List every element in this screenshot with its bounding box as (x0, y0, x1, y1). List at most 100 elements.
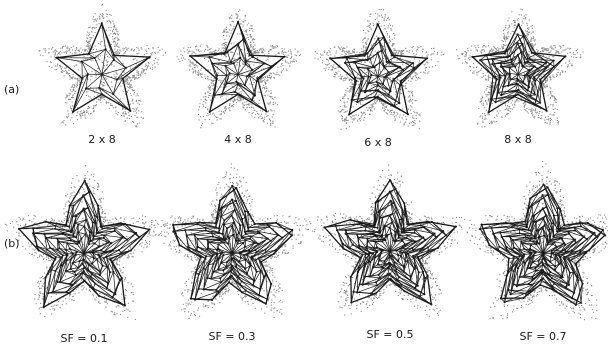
scatter-point (461, 53, 462, 54)
scatter-point (400, 114, 401, 115)
scatter-point (226, 32, 227, 33)
scatter-point (146, 65, 147, 66)
scatter-point (382, 75, 383, 76)
scatter-point (258, 51, 259, 52)
scatter-point (416, 54, 417, 55)
scatter-point (529, 67, 530, 68)
scatter-point (267, 95, 268, 96)
scatter-point (262, 80, 263, 81)
scatter-point (94, 180, 95, 181)
scatter-point (233, 42, 234, 43)
scatter-point (281, 72, 282, 73)
scatter-point (48, 257, 49, 258)
scatter-point (414, 112, 415, 113)
scatter-point (504, 36, 505, 37)
mesh-node (517, 54, 519, 56)
scatter-point (252, 31, 253, 32)
scatter-point (395, 54, 396, 55)
scatter-point (239, 97, 240, 98)
scatter-point (153, 48, 154, 49)
scatter-point (129, 84, 130, 85)
scatter-point (59, 52, 60, 53)
scatter-point (557, 118, 558, 119)
scatter-point (402, 108, 403, 109)
scatter-point (251, 37, 252, 38)
scatter-point (125, 78, 126, 79)
scatter-point (528, 29, 529, 30)
scatter-point (131, 292, 132, 293)
scatter-point (391, 112, 392, 113)
scatter-point (374, 72, 375, 73)
scatter-point (266, 116, 267, 117)
scatter-point (53, 52, 54, 53)
scatter-point (339, 65, 340, 66)
scatter-point (290, 51, 291, 52)
mesh-node (85, 87, 87, 89)
scatter-point (488, 79, 489, 80)
scatter-point (71, 183, 72, 184)
scatter-point (198, 75, 199, 76)
scatter-point (394, 52, 395, 53)
mesh-node (376, 81, 378, 83)
scatter-point (232, 52, 233, 53)
scatter-point (570, 52, 571, 53)
scatter-point (85, 118, 86, 119)
scatter-point (412, 99, 413, 100)
scatter-point (130, 77, 131, 78)
scatter-point (124, 218, 125, 219)
scatter-point (270, 45, 271, 46)
scatter-point (408, 91, 409, 92)
scatter-point (238, 11, 239, 12)
scatter-point (123, 113, 124, 114)
scatter-point (419, 60, 420, 61)
scatter-point (343, 78, 344, 79)
scatter-point (369, 114, 370, 115)
scatter-point (426, 67, 427, 68)
scatter-point (141, 71, 142, 72)
scatter-point (507, 105, 508, 106)
scatter-point (67, 110, 68, 111)
scatter-point (518, 18, 519, 19)
scatter-point (165, 52, 166, 53)
scatter-point (411, 122, 412, 123)
mesh-node (88, 53, 90, 55)
scatter-point (349, 79, 350, 80)
scatter-point (109, 57, 110, 58)
scatter-point (345, 78, 346, 79)
scatter-point (85, 59, 86, 60)
mesh-node (354, 61, 356, 63)
scatter-point (131, 283, 132, 284)
scatter-point (25, 225, 26, 226)
scatter-point (93, 16, 94, 17)
scatter-point (338, 76, 339, 77)
scatter-point (364, 112, 365, 113)
scatter-point (86, 110, 87, 111)
scatter-point (28, 215, 29, 216)
scatter-point (99, 17, 100, 18)
scatter-point (287, 57, 288, 58)
scatter-point (117, 114, 118, 115)
scatter-point (573, 57, 574, 58)
scatter-point (552, 49, 553, 50)
scatter-point (255, 114, 256, 115)
scatter-point (281, 64, 282, 65)
mesh-node (224, 65, 226, 67)
scatter-point (346, 51, 347, 52)
scatter-point (563, 45, 564, 46)
scatter-point (467, 48, 468, 49)
mesh-node (94, 57, 96, 59)
scatter-point (422, 56, 423, 57)
scatter-point (264, 88, 265, 89)
scatter-point (250, 34, 251, 35)
scatter-point (507, 113, 508, 114)
scatter-point (547, 78, 548, 79)
scatter-point (223, 32, 224, 33)
scatter-point (364, 38, 365, 39)
scatter-point (124, 48, 125, 49)
scatter-point (121, 115, 122, 116)
scatter-point (246, 29, 247, 30)
scatter-point (212, 113, 213, 114)
scatter-point (233, 106, 234, 107)
scatter-point (113, 107, 114, 108)
scatter-point (502, 40, 503, 41)
